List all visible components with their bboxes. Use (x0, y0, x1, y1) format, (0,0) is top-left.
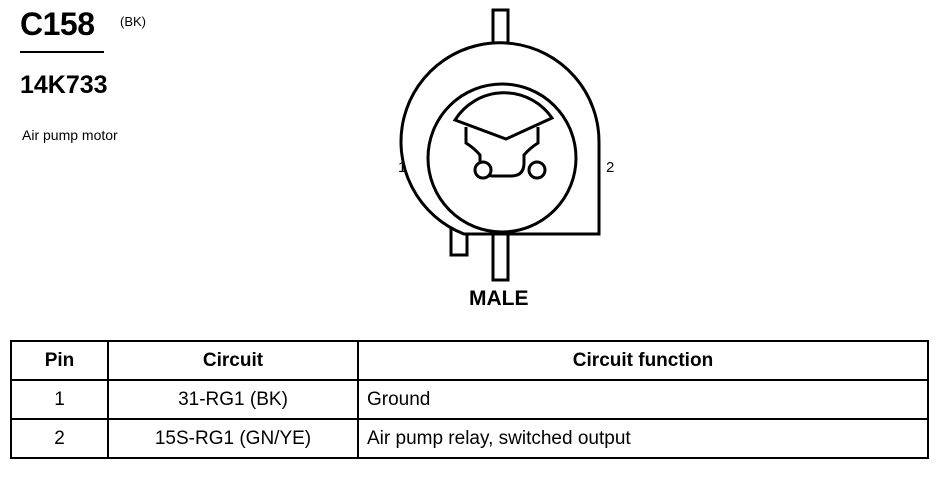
connector-face-diagram (399, 8, 601, 282)
table-row: 2 15S-RG1 (GN/YE) Air pump relay, switch… (10, 418, 929, 459)
connector-description: Air pump motor (22, 127, 118, 143)
table-header-row: Pin Circuit Circuit function (10, 340, 929, 381)
column-header-pin: Pin (10, 340, 109, 381)
keying-shroud (452, 91, 555, 141)
pin-1 (473, 160, 493, 180)
cell-function: Ground (357, 379, 929, 420)
terminal-cavity (464, 127, 540, 178)
column-header-function: Circuit function (357, 340, 929, 381)
table-row: 1 31-RG1 (BK) Ground (10, 379, 929, 420)
pin-2 (527, 160, 547, 180)
cell-pin: 1 (10, 379, 109, 420)
cell-circuit: 15S-RG1 (GN/YE) (107, 418, 359, 459)
cell-circuit: 31-RG1 (BK) (107, 379, 359, 420)
pin-label-1: 1 (398, 159, 407, 176)
pin-label-2: 2 (606, 159, 615, 176)
connector-id: C158 (20, 6, 95, 42)
gender-label: MALE (469, 287, 529, 310)
color-code: (BK) (120, 14, 146, 29)
pinout-table: Pin Circuit Circuit function 1 31-RG1 (B… (10, 340, 929, 459)
column-header-circuit: Circuit (107, 340, 359, 381)
title-underline (20, 51, 104, 53)
part-number: 14K733 (20, 71, 108, 99)
cell-pin: 2 (10, 418, 109, 459)
cell-function: Air pump relay, switched output (357, 418, 929, 459)
